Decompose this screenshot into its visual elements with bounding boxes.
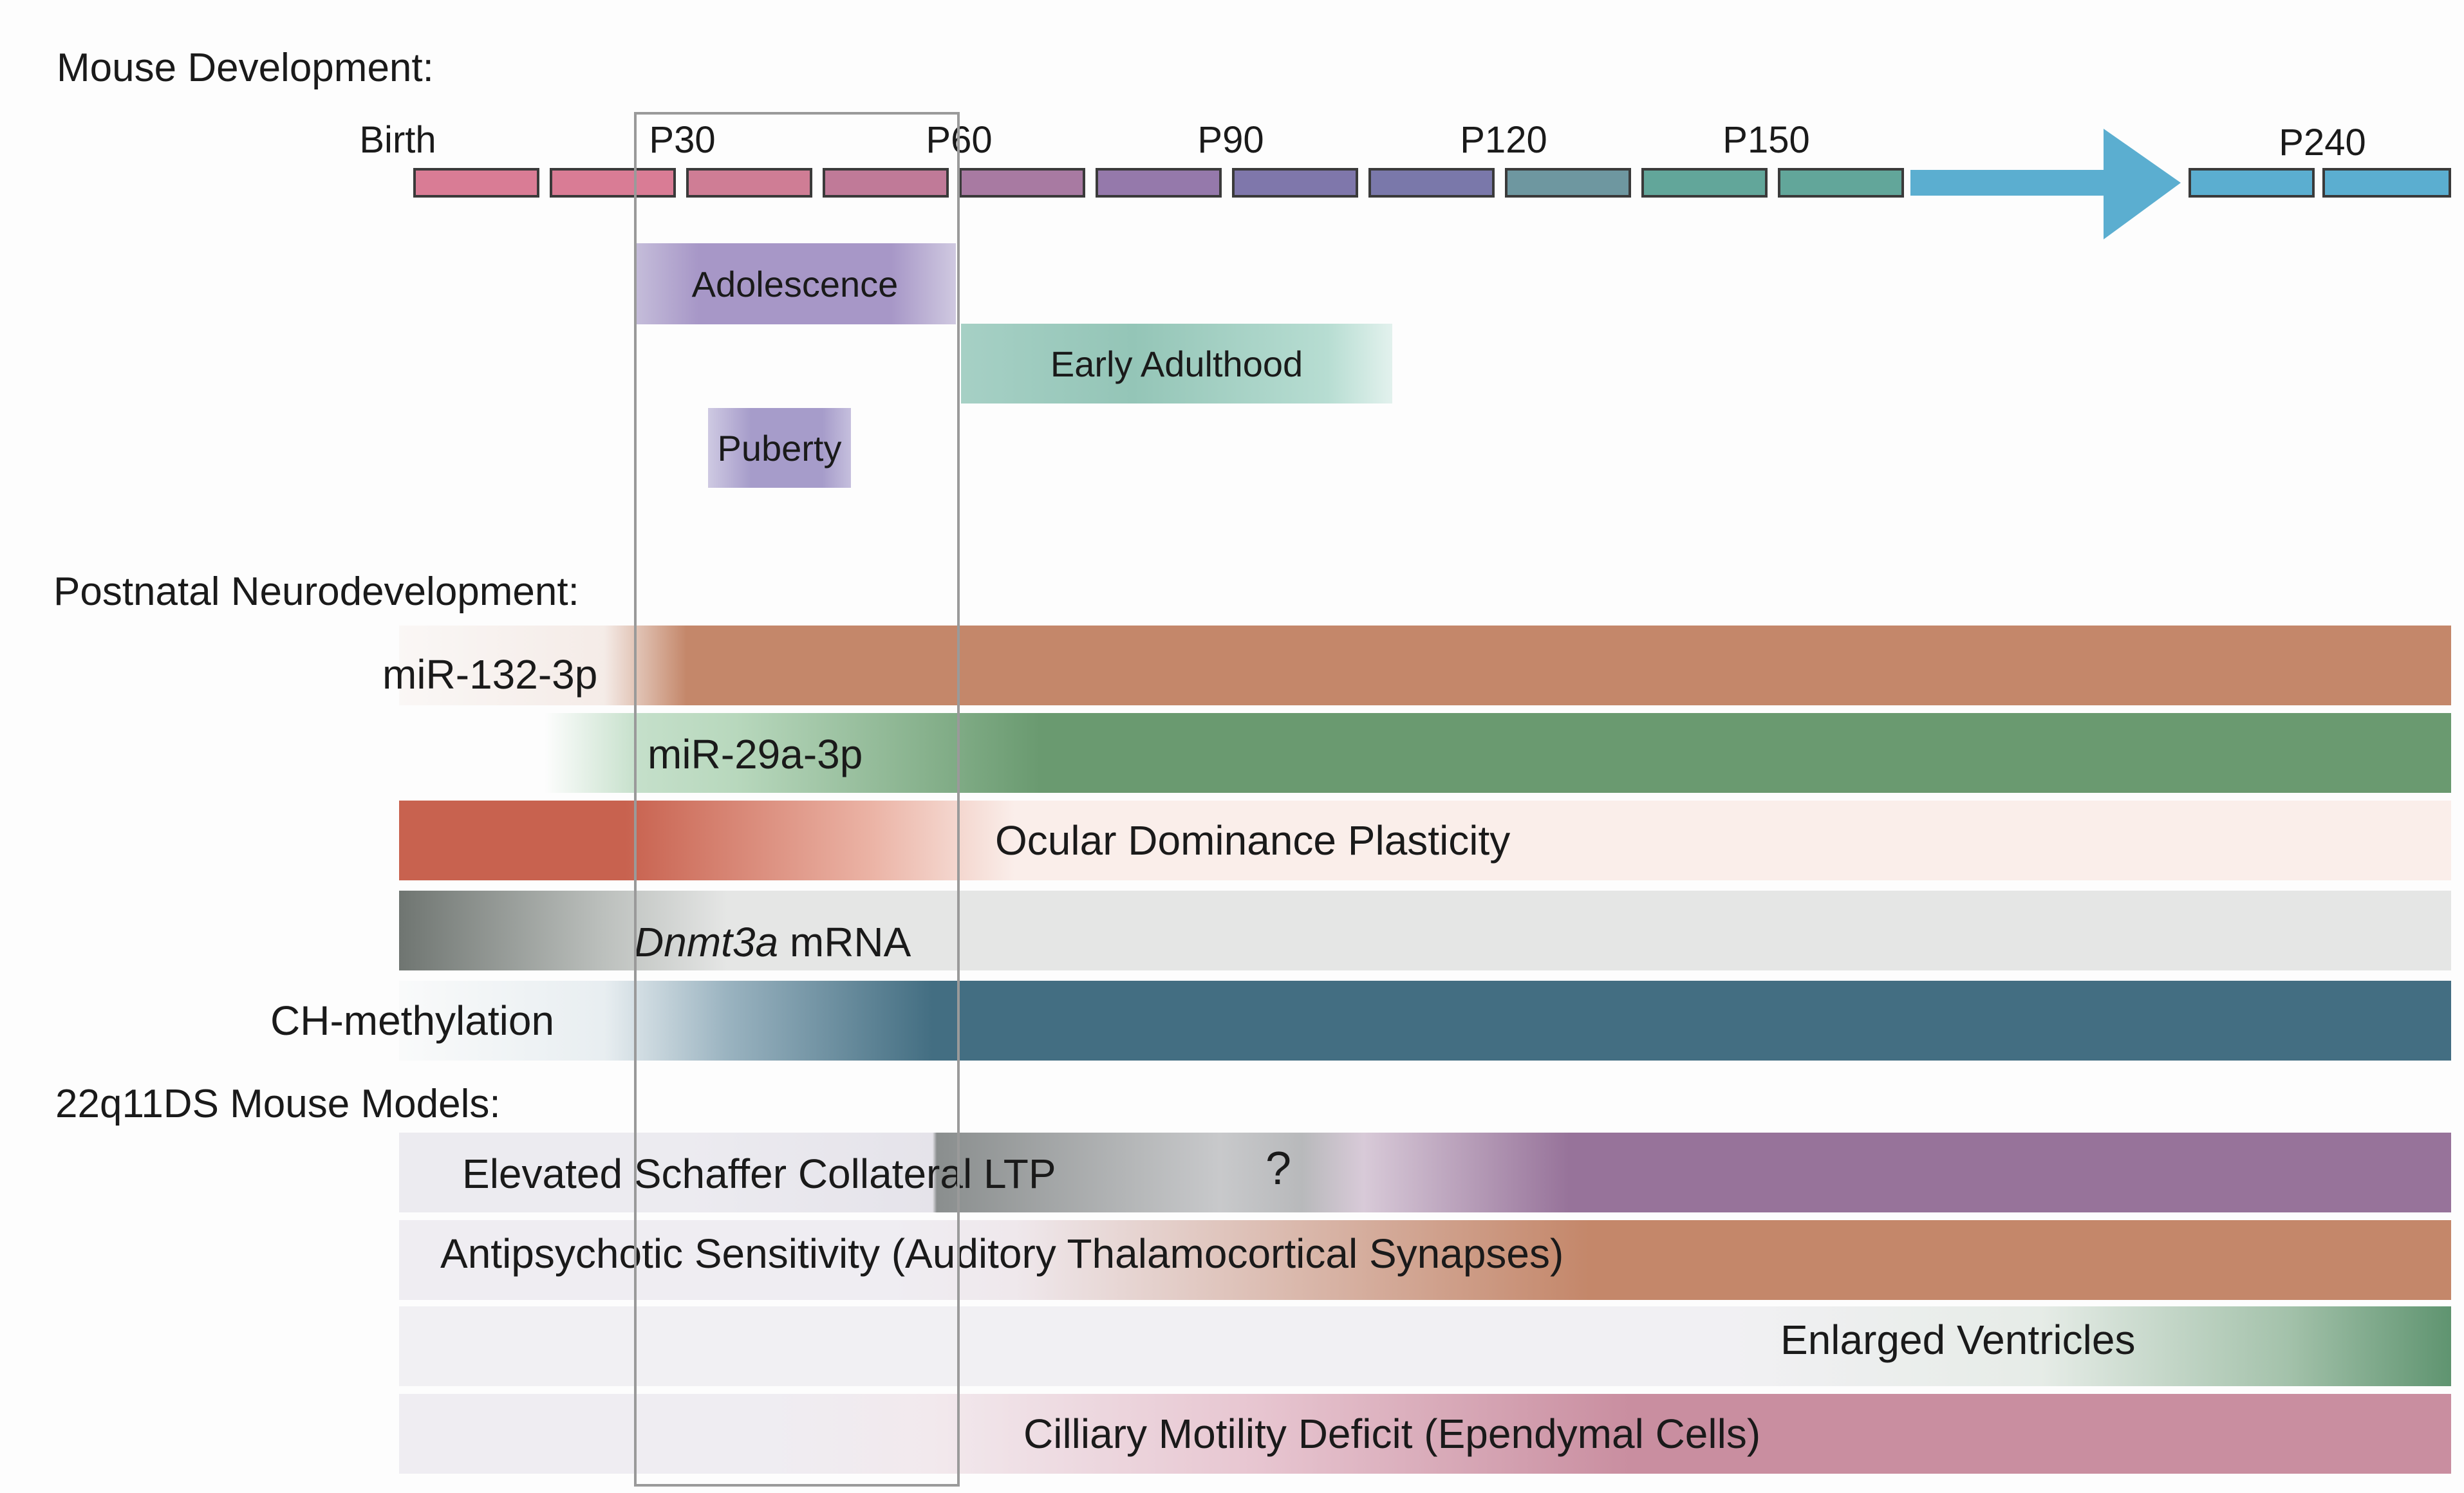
bar-ocular-dominance <box>399 801 2451 880</box>
label-ltp: Elevated Schaffer Collateral LTP <box>462 1151 1056 1197</box>
bar-mir132 <box>399 626 2451 705</box>
timeline-segment-2 <box>550 168 676 198</box>
stage-early-adulthood: Early Adulthood <box>961 324 1392 403</box>
stage-adolescence: Adolescence <box>634 243 956 324</box>
timeline-segment-7 <box>1232 168 1358 198</box>
section-title-models: 22q11DS Mouse Models: <box>55 1082 501 1126</box>
timeline-segment-9 <box>1505 168 1631 198</box>
label-dnmt3a: Dnmt3a mRNA <box>634 922 911 963</box>
label-antipsychotic: Antipsychotic Sensitivity (Auditory Thal… <box>440 1230 1564 1277</box>
timeline-tail-segment-1 <box>2189 168 2315 198</box>
timeline-segment-8 <box>1368 168 1495 198</box>
timeline-segment-11 <box>1778 168 1904 198</box>
tick-p90: P90 <box>1197 119 1264 161</box>
arrow-shape <box>1910 129 2181 239</box>
label-mir132: miR-132-3p <box>382 651 598 698</box>
label-question: ? <box>1265 1143 1292 1194</box>
tick-p30: P30 <box>649 119 716 161</box>
timeline-segment-3 <box>686 168 812 198</box>
stage-puberty: Puberty <box>708 408 851 488</box>
bar-ciliary <box>399 1394 2451 1474</box>
tick-p150: P150 <box>1722 119 1810 161</box>
timeline-segment-5 <box>959 168 1085 198</box>
label-dnmt3a-suffix: mRNA <box>778 919 911 965</box>
stage-adolescence-label: Adolescence <box>691 263 899 304</box>
stage-puberty-label: Puberty <box>717 427 842 468</box>
timeline-arrow <box>1910 129 2181 239</box>
timeline-segment-10 <box>1641 168 1768 198</box>
label-ventricles: Enlarged Ventricles <box>1780 1317 2136 1363</box>
timeline-tail-segment-2 <box>2322 168 2451 198</box>
bar-dnmt3a <box>399 891 2451 970</box>
tick-birth: Birth <box>359 119 436 161</box>
label-ocular-dominance: Ocular Dominance Plasticity <box>995 817 1511 864</box>
timeline-segment-4 <box>823 168 949 198</box>
section-title-postnatal: Postnatal Neurodevelopment: <box>53 570 579 614</box>
tick-p240: P240 <box>2279 122 2366 163</box>
section-title-mouse-development: Mouse Development: <box>57 46 434 90</box>
label-ch-methylation: CH-methylation <box>270 997 555 1044</box>
bar-mir29a <box>545 713 2451 793</box>
bar-ltp <box>399 1133 2451 1212</box>
bar-antipsychotic <box>399 1220 2451 1300</box>
label-ciliary: Cilliary Motility Deficit (Ependymal Cel… <box>1023 1411 1761 1457</box>
timeline-segment-1 <box>413 168 539 198</box>
label-dnmt3a-gene: Dnmt3a <box>634 919 779 965</box>
bar-ventricles <box>399 1306 2451 1386</box>
stage-early-adulthood-label: Early Adulthood <box>1050 343 1303 384</box>
timeline-segment-6 <box>1096 168 1222 198</box>
bar-ch-methylation <box>399 981 2451 1061</box>
label-mir29a: miR-29a-3p <box>648 731 863 777</box>
tick-p120: P120 <box>1460 119 1547 161</box>
adolescence-window <box>634 112 960 1487</box>
